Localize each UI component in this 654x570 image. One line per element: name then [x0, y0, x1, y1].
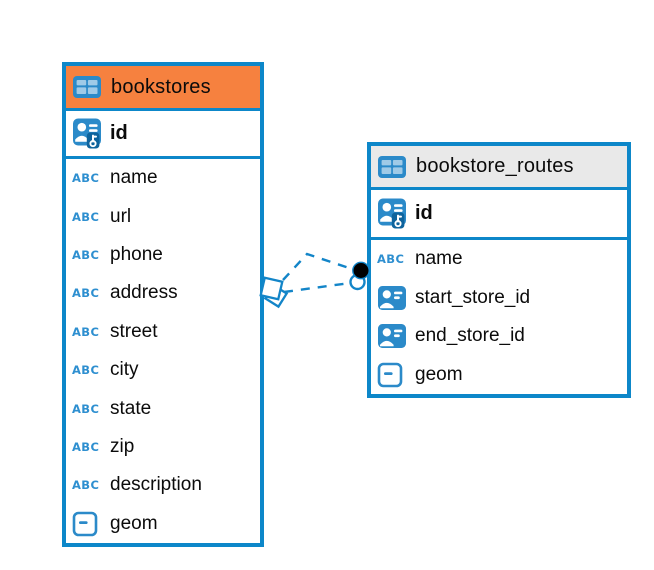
column-name: city: [110, 359, 139, 381]
column-row[interactable]: geom: [66, 505, 260, 543]
column-name: name: [415, 248, 463, 270]
text-type-icon: ABC: [72, 286, 100, 301]
column-name: id: [110, 122, 128, 144]
text-type-icon: ABC: [377, 252, 405, 267]
geometry-type-icon: [377, 362, 407, 388]
column-name: end_store_id: [415, 325, 525, 347]
table-icon: [377, 155, 407, 179]
text-type-icon: ABC: [72, 478, 100, 493]
text-type-icon: ABC: [72, 209, 100, 224]
relationship-line[interactable]: [282, 252, 353, 281]
column-name: url: [110, 205, 132, 227]
column-row[interactable]: ABC street: [66, 313, 260, 351]
column-row[interactable]: ABC zip: [66, 428, 260, 466]
column-name: description: [110, 474, 202, 496]
text-type-icon: ABC: [72, 439, 100, 454]
table-bookstores-header[interactable]: bookstores: [66, 66, 260, 111]
relationship-line[interactable]: [283, 281, 351, 294]
column-name: phone: [110, 243, 163, 265]
text-type-icon: ABC: [72, 247, 100, 262]
primary-key-icon: [377, 197, 407, 230]
column-name: address: [110, 282, 178, 304]
column-name: geom: [415, 363, 463, 385]
table-name: bookstore_routes: [416, 155, 574, 177]
relationship-target-marker[interactable]: [349, 261, 370, 291]
column-name: state: [110, 397, 152, 419]
column-row[interactable]: ABC name: [371, 240, 627, 279]
column-row[interactable]: ABC address: [66, 274, 260, 312]
column-row[interactable]: ABC phone: [66, 236, 260, 274]
column-name: id: [415, 202, 433, 224]
table-icon: [72, 75, 102, 99]
text-type-icon: ABC: [72, 401, 100, 416]
text-type-icon: ABC: [72, 171, 100, 186]
column-row[interactable]: start_store_id: [371, 279, 627, 318]
column-row[interactable]: id: [66, 111, 260, 159]
relationship-source-marker[interactable]: [259, 276, 289, 309]
geometry-type-icon: [72, 511, 102, 537]
table-name: bookstores: [111, 75, 211, 98]
column-row[interactable]: ABC state: [66, 389, 260, 427]
column-row[interactable]: geom: [371, 356, 627, 395]
column-name: zip: [110, 435, 135, 457]
column-name: start_store_id: [415, 286, 531, 308]
text-type-icon: ABC: [72, 363, 100, 378]
table-bookstore-routes-header[interactable]: bookstore_routes: [371, 146, 627, 190]
column-row[interactable]: end_store_id: [371, 317, 627, 356]
column-row[interactable]: ABC description: [66, 466, 260, 504]
column-name: geom: [110, 512, 158, 534]
text-type-icon: ABC: [72, 324, 100, 339]
column-row[interactable]: ABC name: [66, 159, 260, 197]
primary-key-icon: [72, 117, 102, 150]
column-name: street: [110, 320, 158, 342]
table-bookstores[interactable]: bookstores id ABC name A: [62, 62, 264, 547]
foreign-key-icon: [377, 323, 407, 349]
column-row[interactable]: id: [371, 190, 627, 240]
table-bookstore-routes[interactable]: bookstore_routes id ABC name: [367, 142, 631, 398]
column-name: name: [110, 167, 158, 189]
column-row[interactable]: ABC city: [66, 351, 260, 389]
column-row[interactable]: ABC url: [66, 197, 260, 235]
foreign-key-icon: [377, 285, 407, 311]
